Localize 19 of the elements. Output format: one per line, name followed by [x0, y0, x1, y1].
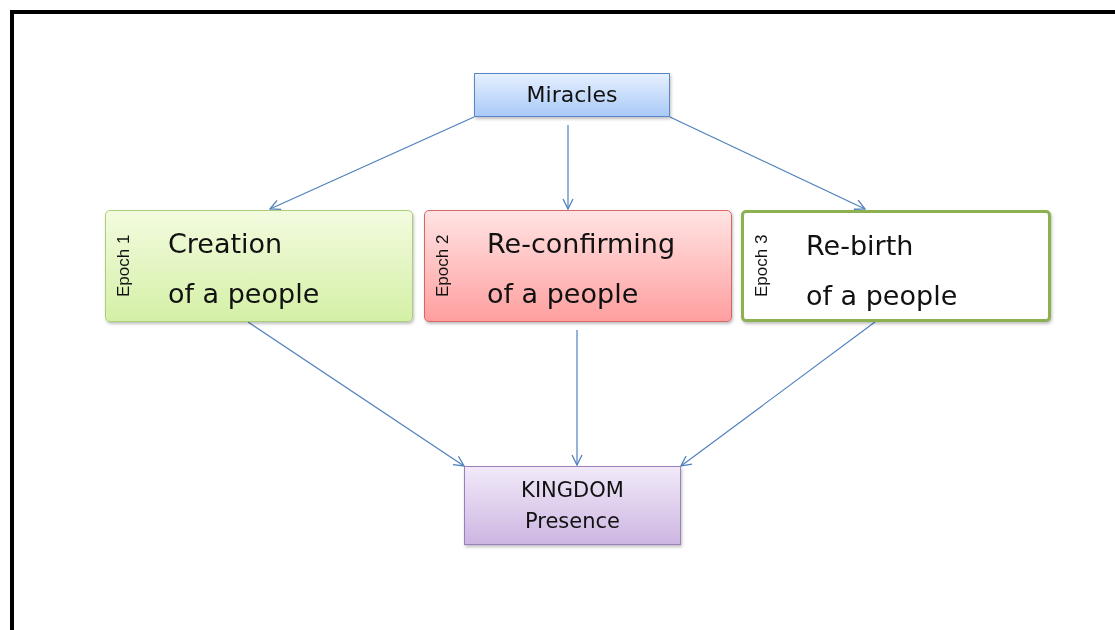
- process-box: [474, 73, 670, 117]
- epoch-title: Creation of a people: [168, 227, 320, 311]
- arrow: [562, 124, 574, 210]
- epoch-title: Re-confirming of a people: [487, 227, 676, 311]
- epoch-title: Re-birth of a people: [806, 229, 958, 313]
- arrow: [269, 116, 475, 211]
- arrow: [571, 329, 583, 466]
- arrow: [669, 116, 866, 210]
- arrow: [680, 321, 876, 467]
- epoch-box: [105, 210, 413, 322]
- epoch-label: Epoch 2: [433, 233, 453, 300]
- arrow: [247, 321, 465, 467]
- epoch-label: Epoch 3: [752, 233, 772, 300]
- epoch-box: [424, 210, 732, 322]
- process-box: [464, 466, 681, 545]
- box-label: Miracles: [526, 81, 618, 110]
- epoch-label: Epoch 1: [114, 233, 134, 300]
- epoch-box: [741, 210, 1051, 322]
- box-label: KINGDOM Presence: [520, 477, 625, 535]
